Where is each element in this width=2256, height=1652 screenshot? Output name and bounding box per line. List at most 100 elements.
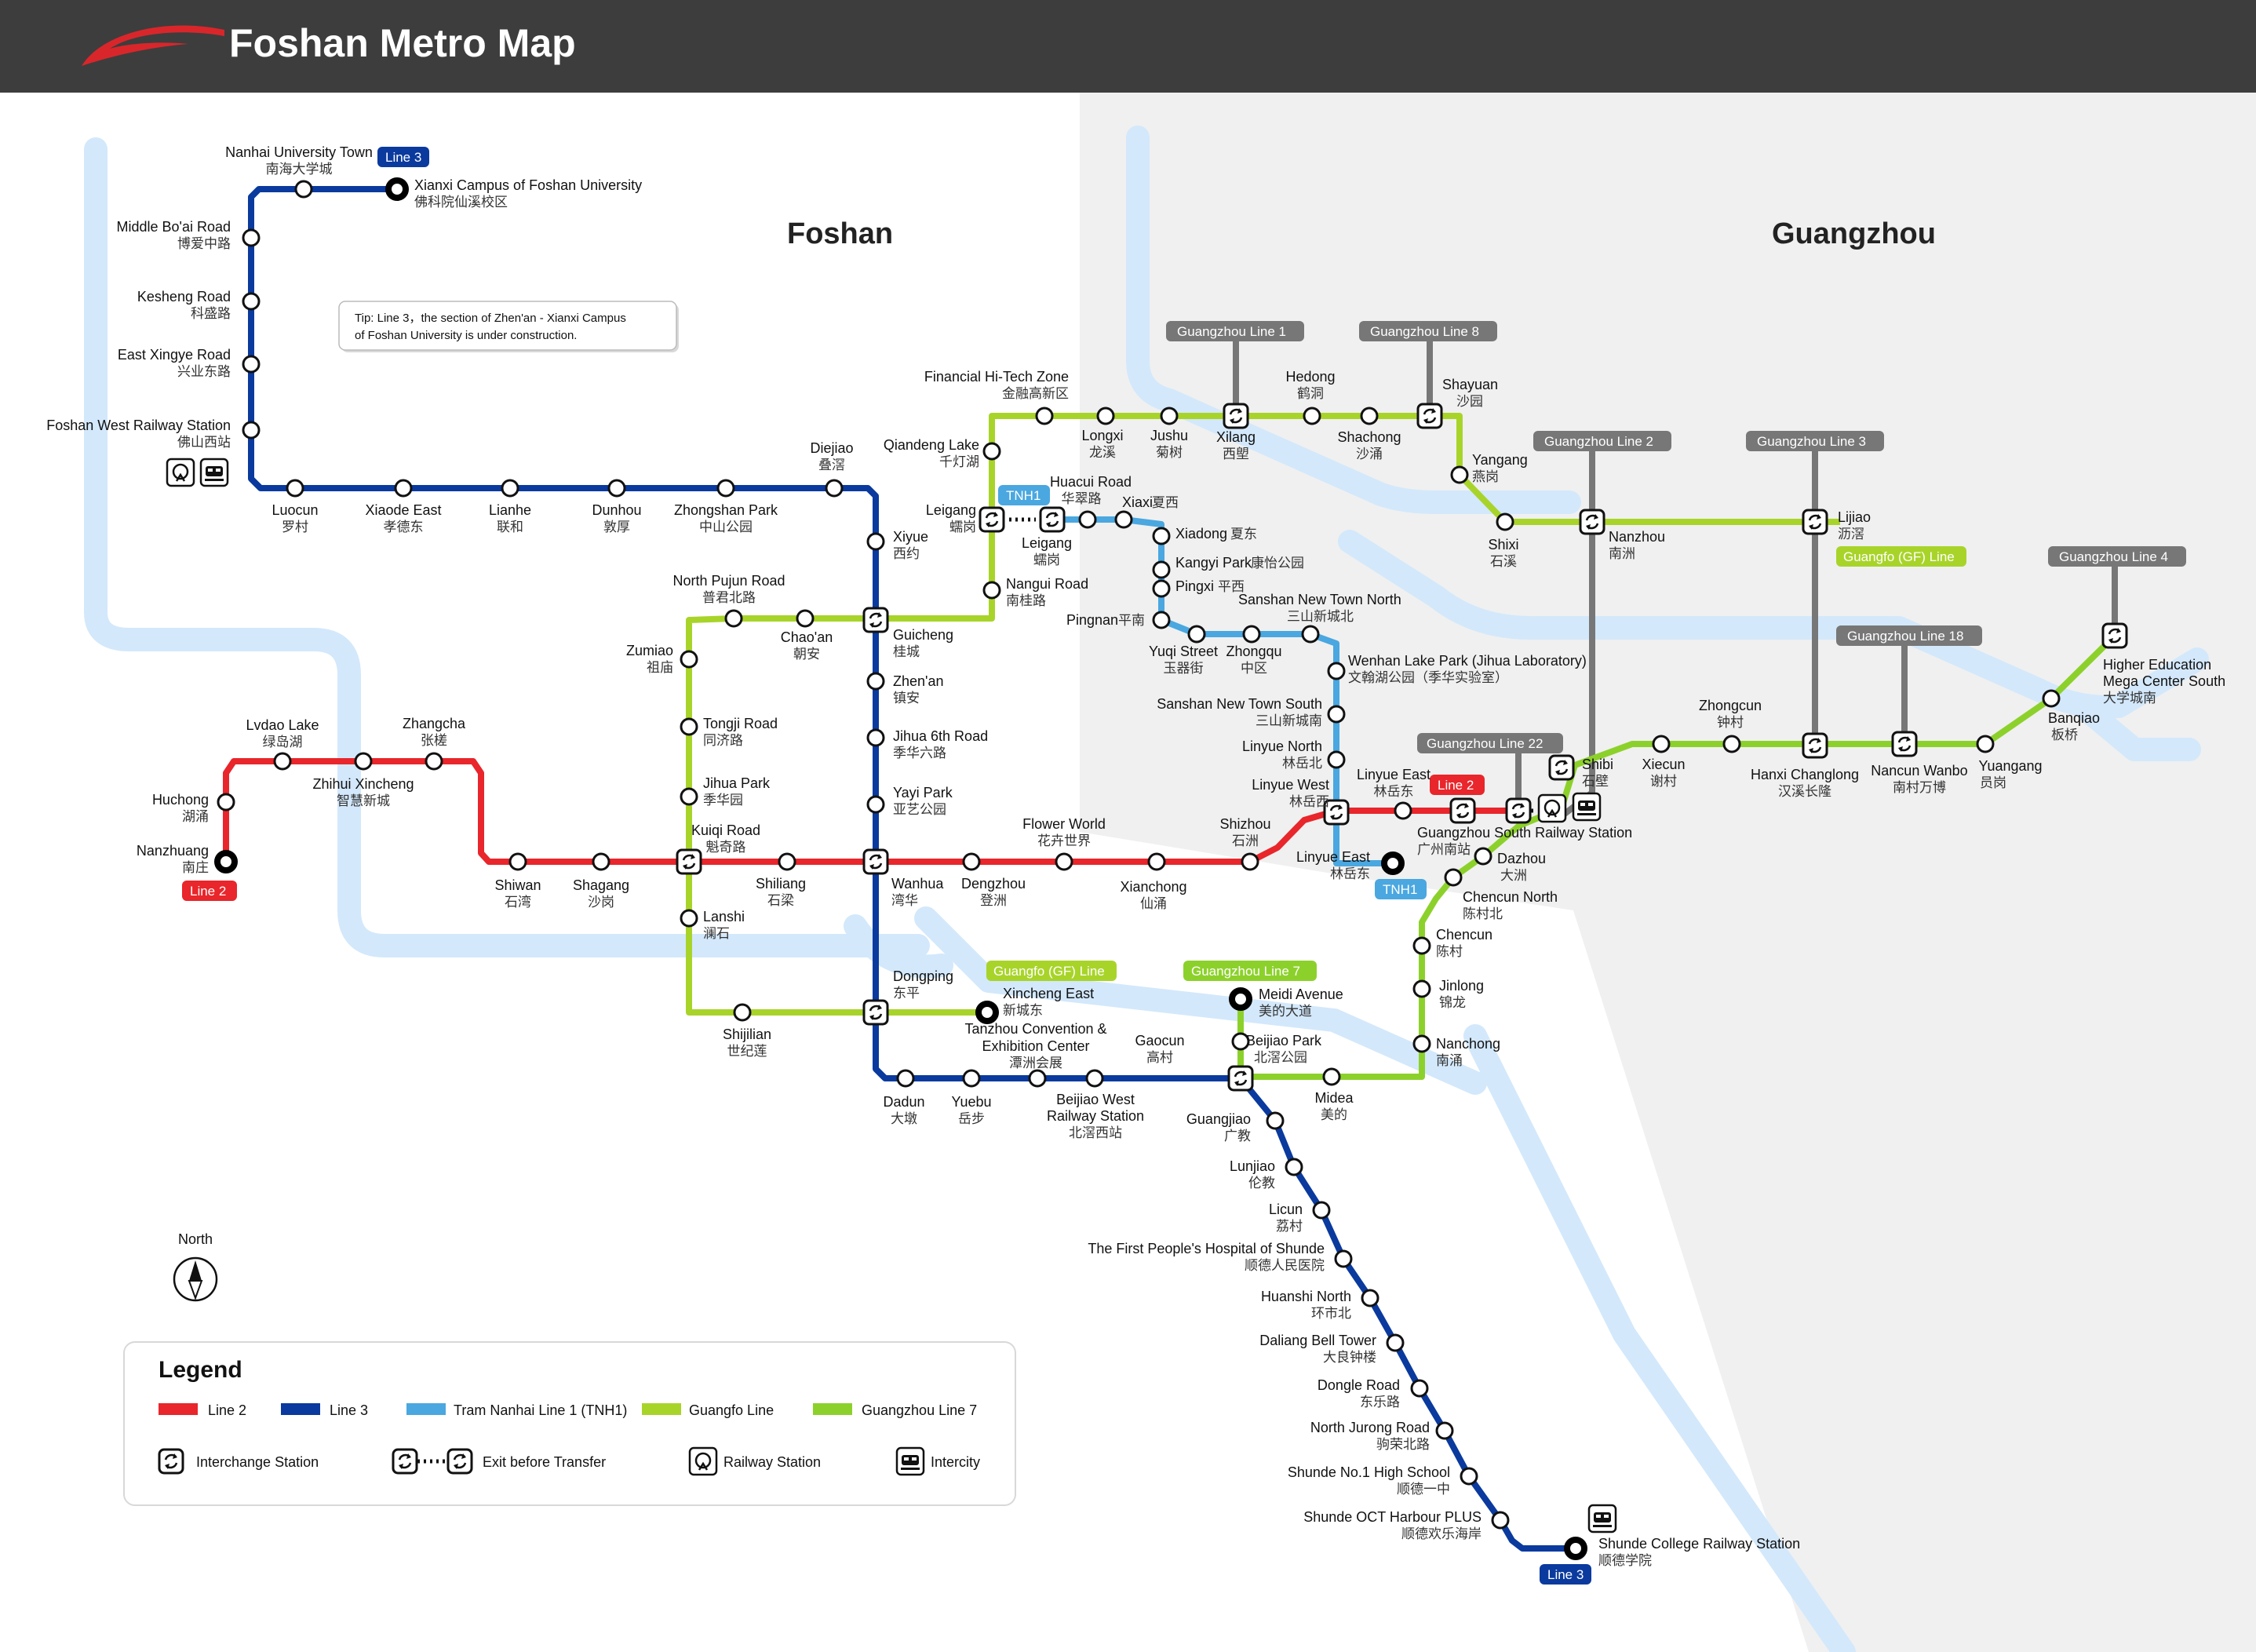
- station-shizhou[interactable]: [1241, 852, 1259, 871]
- station-middle-boai[interactable]: [242, 228, 261, 247]
- station-east-xingye[interactable]: [242, 355, 261, 374]
- station-xianchong[interactable]: [1147, 852, 1166, 871]
- station-xiecun[interactable]: [1652, 735, 1671, 753]
- station-yuangang[interactable]: [1976, 735, 1995, 753]
- interchange-nancun[interactable]: [1891, 731, 1918, 757]
- station-zhenan[interactable]: [866, 672, 885, 691]
- station-shiwan[interactable]: [508, 852, 527, 871]
- station-banqiao[interactable]: [2042, 689, 2061, 708]
- station-luocun[interactable]: [286, 479, 304, 498]
- terminal-linyue-east-tnh[interactable]: [1381, 852, 1405, 875]
- station-chencun-north[interactable]: [1444, 868, 1463, 887]
- interchange-lijiao[interactable]: [1802, 509, 1828, 535]
- station-shunde-no1[interactable]: [1460, 1467, 1478, 1486]
- interchange-shibi[interactable]: [1548, 754, 1575, 781]
- station-xiyue[interactable]: [866, 532, 885, 551]
- station-jushu[interactable]: [1160, 407, 1179, 425]
- station-linyue-east-l2[interactable]: [1394, 801, 1412, 820]
- station-xiaode-east[interactable]: [394, 479, 413, 498]
- station-nanchong[interactable]: [1412, 1034, 1431, 1053]
- station-zhangcha[interactable]: [425, 752, 443, 771]
- interchange-xilang[interactable]: [1223, 403, 1249, 429]
- station-zumiao[interactable]: [680, 650, 698, 669]
- interchange-leigang-tnh[interactable]: [1039, 506, 1066, 533]
- interchange-gz-south-a[interactable]: [1449, 797, 1476, 824]
- station-diejiao[interactable]: [825, 479, 844, 498]
- station-zhongqu[interactable]: [1242, 625, 1261, 644]
- station-first-hospital[interactable]: [1334, 1249, 1353, 1268]
- station-beijiao-west[interactable]: [1028, 1069, 1047, 1088]
- station-kesheng[interactable]: [242, 292, 261, 311]
- station-chaoan[interactable]: [796, 609, 815, 628]
- station-linyue-north[interactable]: [1327, 750, 1346, 769]
- station-yuqi[interactable]: [1187, 625, 1206, 644]
- station-fin-hitech[interactable]: [1035, 407, 1054, 425]
- station-lvdao[interactable]: [273, 752, 292, 771]
- terminal-xincheng-east[interactable]: [975, 1001, 999, 1024]
- station-nangui[interactable]: [982, 581, 1001, 600]
- station-huanshi-north[interactable]: [1361, 1289, 1379, 1307]
- station-zhongcun[interactable]: [1722, 735, 1741, 753]
- station-dongle[interactable]: [1410, 1379, 1429, 1398]
- interchange-nanzhou[interactable]: [1579, 509, 1605, 535]
- station-hedong[interactable]: [1303, 407, 1321, 425]
- station-chencun[interactable]: [1412, 936, 1431, 955]
- station-zhihui[interactable]: [354, 752, 373, 771]
- interchange-guicheng[interactable]: [862, 607, 889, 633]
- station-guangjiao[interactable]: [1266, 1111, 1285, 1130]
- station-dadun[interactable]: [896, 1069, 915, 1088]
- station-nanhai-univ[interactable]: [294, 180, 313, 199]
- station-huchong[interactable]: [217, 793, 235, 811]
- station-sanshan-south[interactable]: [1327, 705, 1346, 724]
- interchange-leigang-gf[interactable]: [979, 506, 1005, 533]
- station-pingxi[interactable]: [1152, 579, 1171, 598]
- station-dunhou[interactable]: [607, 479, 626, 498]
- interchange-kuiqi[interactable]: [676, 848, 702, 875]
- terminal-meidi-ave[interactable]: [1229, 987, 1252, 1011]
- station-shunde-oct[interactable]: [1491, 1511, 1510, 1530]
- station-beijiao-park[interactable]: [1231, 1032, 1250, 1051]
- terminal-nanzhuang[interactable]: [214, 850, 238, 873]
- interchange-dongping[interactable]: [862, 999, 889, 1026]
- station-huacui[interactable]: [1078, 510, 1097, 529]
- station-yangang[interactable]: [1450, 465, 1469, 484]
- station-midea[interactable]: [1322, 1067, 1341, 1086]
- terminal-shunde-college[interactable]: [1564, 1537, 1587, 1560]
- station-licun[interactable]: [1312, 1201, 1331, 1220]
- station-qiandeng[interactable]: [982, 442, 1001, 461]
- station-tongji[interactable]: [680, 717, 698, 736]
- station-kangyi[interactable]: [1152, 560, 1171, 579]
- interchange-beijiao[interactable]: [1227, 1065, 1254, 1092]
- station-yuebu[interactable]: [962, 1069, 981, 1088]
- interchange-gz-south-b[interactable]: [1505, 797, 1532, 824]
- station-wenhan[interactable]: [1327, 662, 1346, 680]
- interchange-higher-edu[interactable]: [2101, 622, 2128, 649]
- station-xiadong[interactable]: [1152, 527, 1171, 545]
- station-jinlong[interactable]: [1412, 979, 1431, 998]
- station-dengzhou[interactable]: [962, 852, 981, 871]
- station-dazhou[interactable]: [1474, 847, 1492, 866]
- station-flower-world[interactable]: [1055, 852, 1073, 871]
- station-yayi[interactable]: [866, 795, 885, 814]
- station-lanshi[interactable]: [680, 909, 698, 928]
- station-north-pujun[interactable]: [724, 609, 743, 628]
- station-shachong[interactable]: [1360, 407, 1379, 425]
- station-shijilian[interactable]: [733, 1003, 752, 1022]
- station-shagang[interactable]: [592, 852, 610, 871]
- station-daliang-bell[interactable]: [1386, 1333, 1405, 1352]
- station-gaocun[interactable]: [1085, 1069, 1104, 1088]
- interchange-hanxi[interactable]: [1802, 732, 1828, 759]
- station-longxi[interactable]: [1096, 407, 1115, 425]
- terminal-xianxi[interactable]: [385, 177, 409, 201]
- interchange-shayuan[interactable]: [1416, 403, 1443, 429]
- station-lunjiao[interactable]: [1285, 1158, 1303, 1176]
- station-foshan-west[interactable]: [242, 421, 261, 439]
- interchange-wanhua[interactable]: [862, 848, 889, 875]
- station-north-jurong[interactable]: [1435, 1421, 1454, 1440]
- station-jihua6[interactable]: [866, 728, 885, 747]
- station-shixi[interactable]: [1496, 512, 1514, 531]
- station-shiliang[interactable]: [778, 852, 796, 871]
- station-xiaxi[interactable]: [1114, 510, 1133, 529]
- station-sanshan-north[interactable]: [1301, 625, 1320, 644]
- station-zhongshan-park[interactable]: [716, 479, 735, 498]
